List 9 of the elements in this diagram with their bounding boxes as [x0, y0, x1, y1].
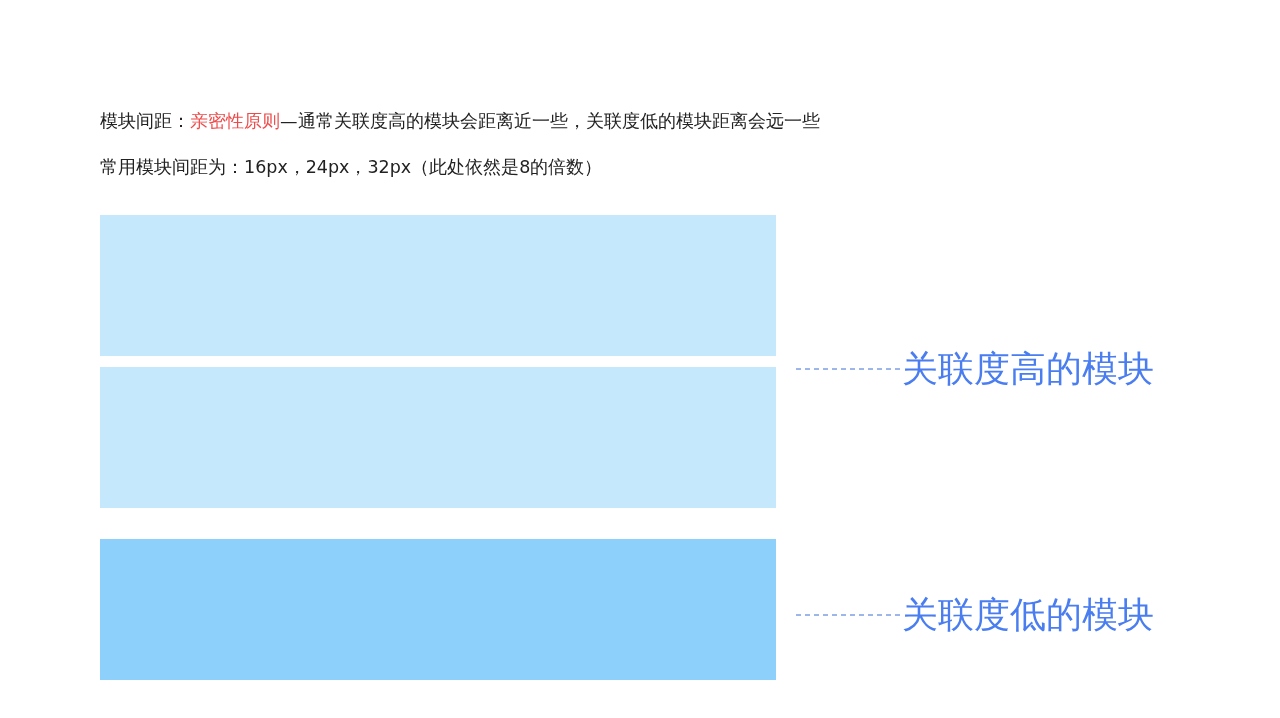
callout-label: 关联度高的模块 [902, 347, 1158, 391]
module-block [100, 539, 776, 680]
note-text: 模块间距：亲密性原则—通常关联度高的模块会距离近一些，关联度低的模块距离会远一些 [100, 110, 820, 133]
leader-line [794, 368, 901, 370]
module-block [100, 367, 776, 508]
callout-label: 关联度低的模块 [902, 593, 1158, 637]
note-text: 常用模块间距为：16px，24px，32px（此处依然是8的倍数） [100, 156, 603, 179]
leader-line [794, 614, 901, 616]
module-block [100, 215, 776, 356]
